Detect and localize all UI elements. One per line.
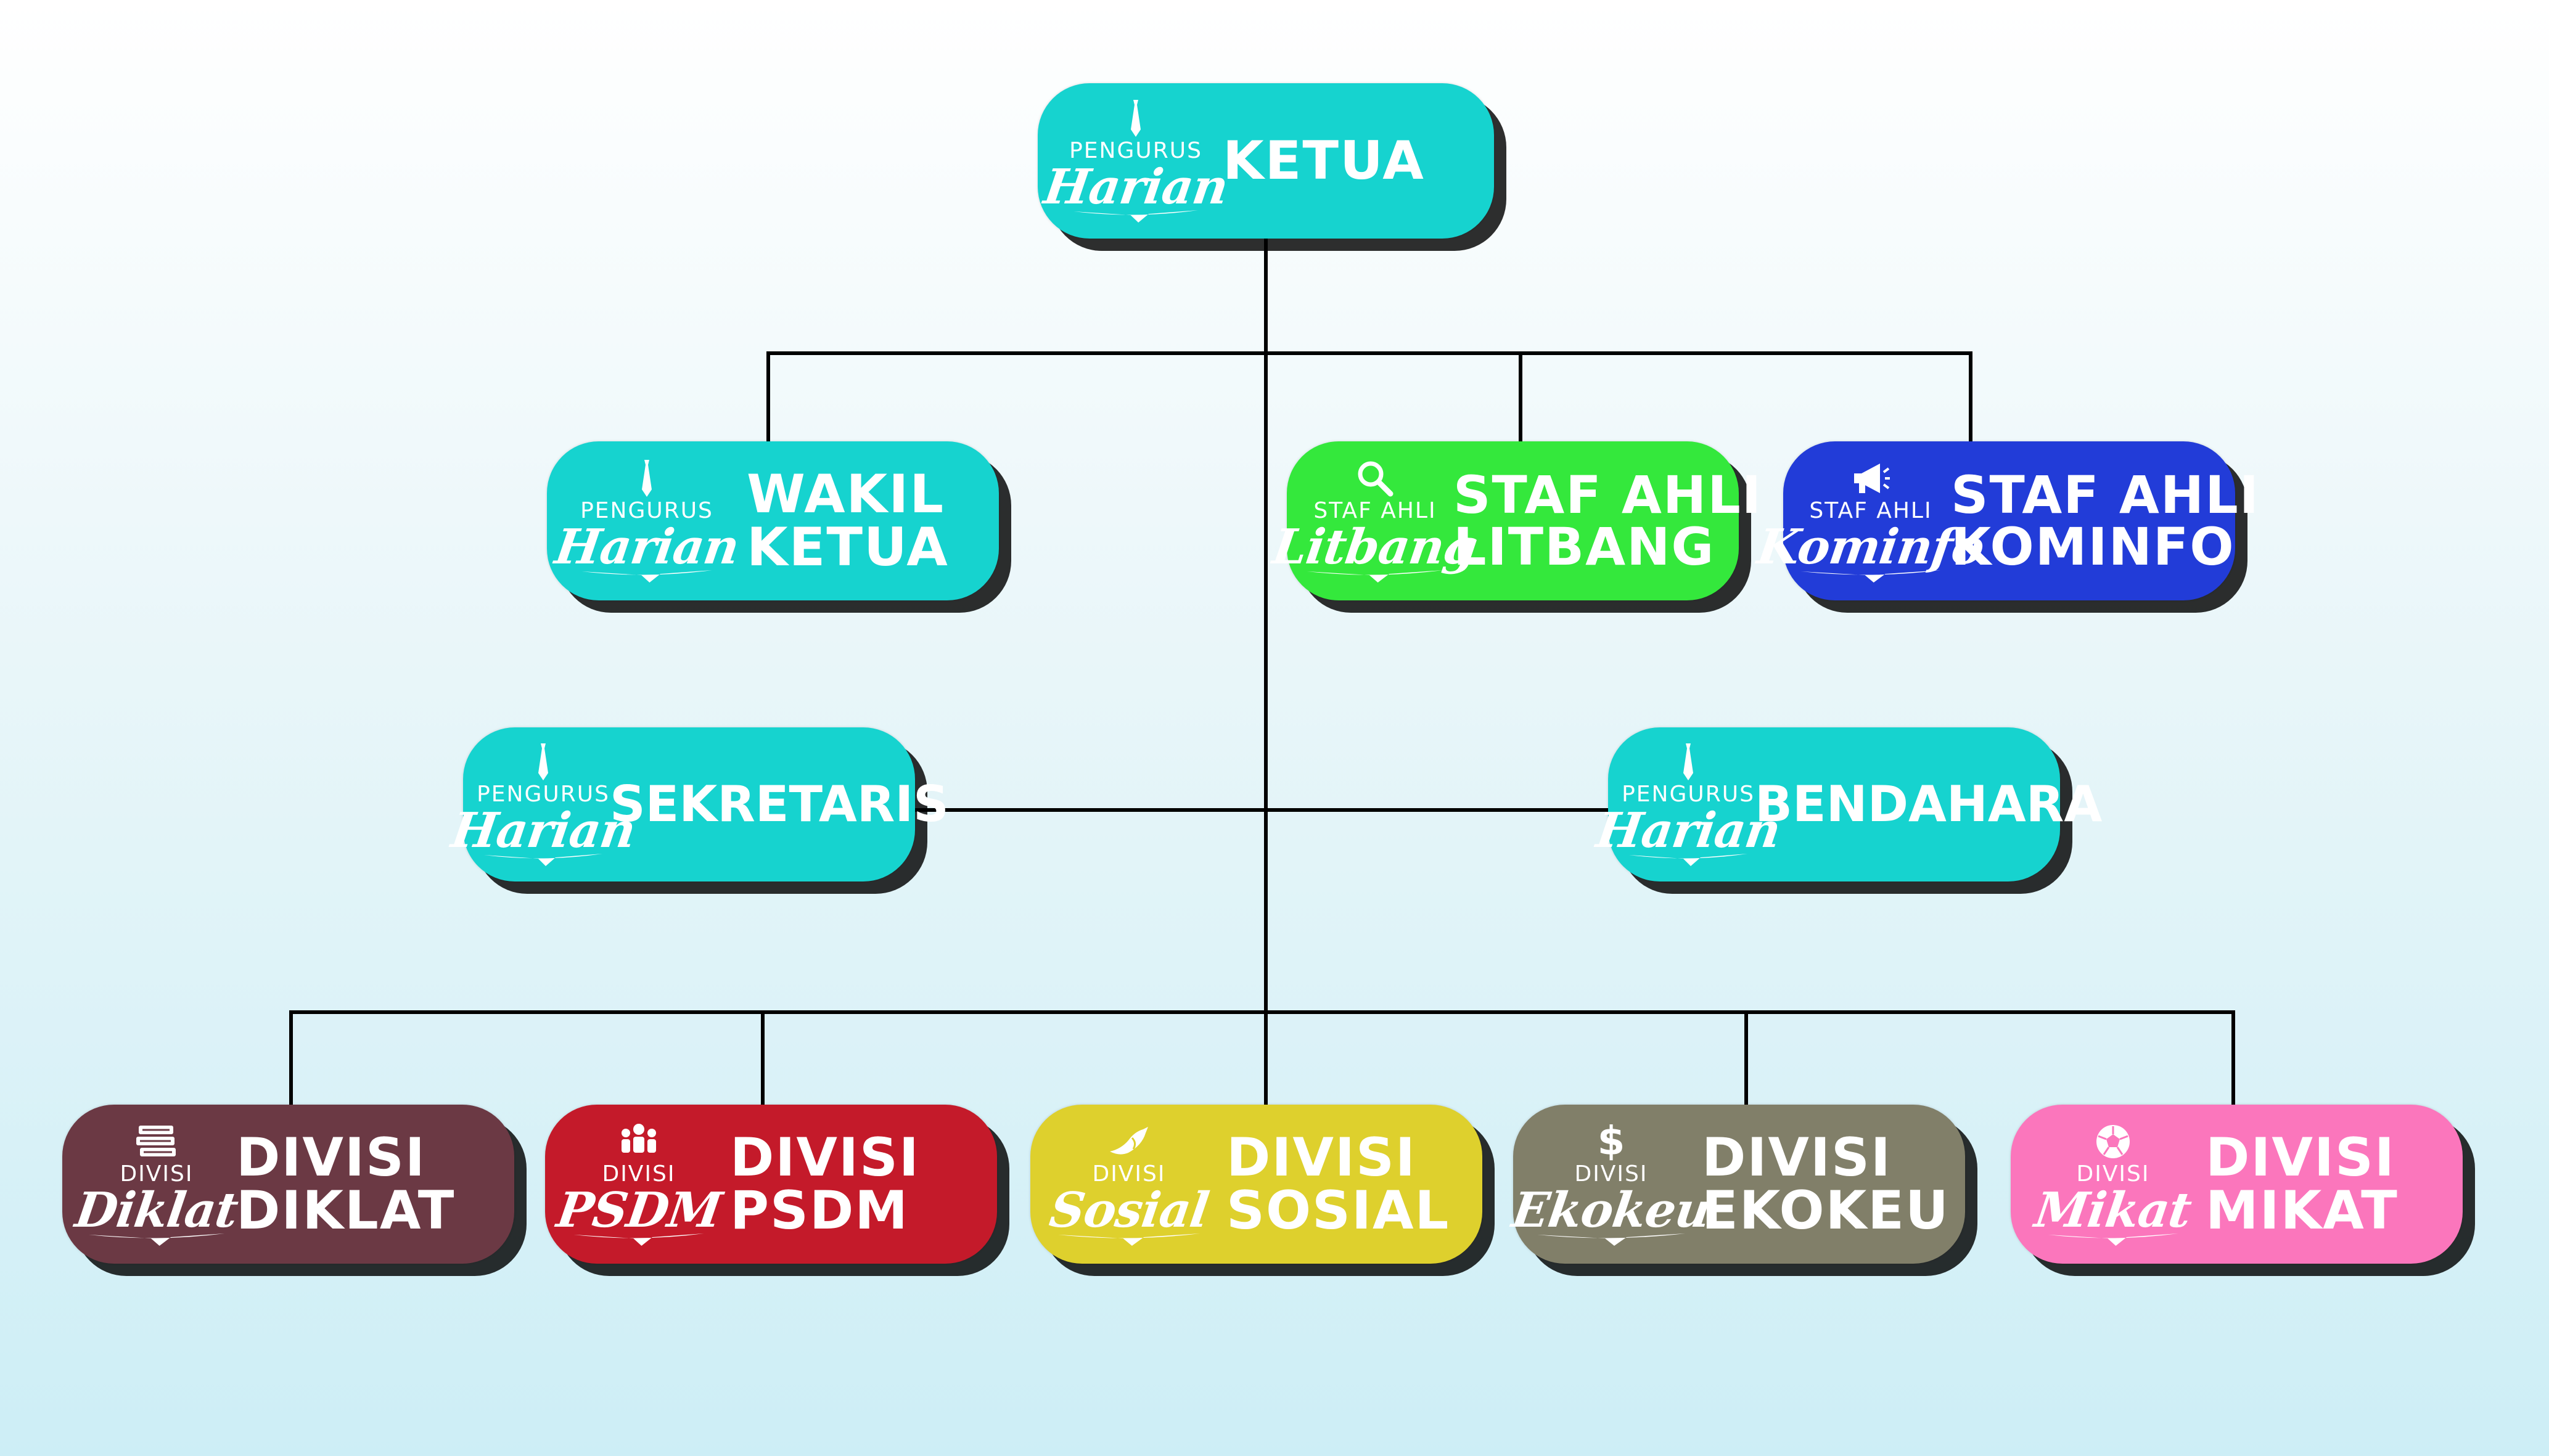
emblem-top-text: STAF AHLI	[1313, 498, 1437, 524]
emblem-top-text: PENGURUS	[580, 498, 713, 524]
node-title: DIVISI MIKAT	[2206, 1131, 2399, 1237]
title-line: PSDM	[730, 1180, 909, 1241]
node-divisi-ekokeu: $ DIVISI Ekokeu DIVISI EKOKEU	[1509, 1105, 1965, 1264]
title-line: DIVISI	[2206, 1127, 2395, 1188]
swoosh-icon	[1537, 1233, 1685, 1246]
emblem-top-text: DIVISI	[120, 1161, 194, 1187]
node-ketua: PENGURUS Harian KETUA	[1038, 83, 1494, 239]
divisi-psdm-emblem: DIVISI PSDM	[553, 1121, 724, 1247]
node-bendahara: PENGURUS Harian BENDAHARA	[1593, 727, 2102, 881]
node-divisi-mikat: DIVISI Mikat DIVISI MIKAT	[2011, 1105, 2463, 1264]
title-line: DIVISI	[1702, 1127, 1892, 1188]
swoosh-icon	[484, 853, 602, 866]
swoosh-icon	[581, 570, 712, 583]
title-line: DIKLAT	[236, 1180, 456, 1241]
swoosh-icon	[88, 1233, 225, 1246]
node-title: WAKIL KETUA	[747, 468, 949, 574]
emblem-script-text: Harian	[1040, 158, 1231, 215]
title-line: BENDAHARA	[1755, 775, 2103, 833]
node-title: STAF AHLI LITBANG	[1453, 469, 1762, 573]
emblem-top-text: DIVISI	[602, 1161, 676, 1187]
staf-litbang-emblem: STAF AHLI Litbang	[1270, 458, 1480, 584]
emblem-top-text: STAF AHLI	[1809, 498, 1932, 524]
title-line: LITBANG	[1453, 517, 1715, 577]
swoosh-icon	[1057, 1233, 1201, 1246]
tie-icon	[1128, 98, 1143, 139]
tie-icon	[1681, 742, 1696, 782]
staf-kominfo-emblem: STAF AHLI Kominfo	[1754, 458, 1987, 584]
swoosh-icon	[2048, 1233, 2178, 1246]
megaphone-icon	[1850, 458, 1891, 499]
dollar-icon: $	[1597, 1119, 1625, 1165]
title-line: DIVISI	[730, 1127, 920, 1188]
tie-icon	[536, 742, 551, 782]
node-staf-kominfo: STAF AHLI Kominfo STAF AHLI KOMINFO	[1754, 441, 2259, 600]
emblem-script-text: Kominfo	[1754, 518, 1988, 575]
node-divisi-psdm: DIVISI PSDM DIVISI PSDM	[545, 1105, 997, 1264]
emblem-script-text: Litbang	[1269, 518, 1481, 575]
title-line: KETUA	[1223, 130, 1425, 192]
swoosh-icon	[573, 1233, 704, 1246]
soccer-ball-icon	[2094, 1121, 2132, 1162]
emblem-script-text: Ekokeu	[1508, 1182, 1714, 1238]
ketua-emblem: PENGURUS Harian	[1041, 98, 1231, 224]
sekretaris-emblem: PENGURUS Harian	[448, 742, 639, 867]
node-staf-litbang: STAF AHLI Litbang STAF AHLI LITBANG	[1270, 441, 1761, 600]
title-line: WAKIL	[747, 464, 945, 525]
node-sekretaris: PENGURUS Harian SEKRETARIS	[448, 727, 949, 881]
title-line: KETUA	[747, 517, 949, 578]
magnifier-icon	[1356, 458, 1394, 499]
title-line: KOMINFO	[1951, 517, 2235, 577]
people-icon	[618, 1121, 659, 1162]
emblem-script-text: Harian	[448, 802, 639, 859]
tie-icon	[639, 458, 654, 499]
bendahara-emblem: PENGURUS Harian	[1593, 742, 1784, 867]
title-line: SOSIAL	[1226, 1180, 1450, 1241]
emblem-top-text: PENGURUS	[477, 782, 610, 808]
emblem-top-text: DIVISI	[1574, 1161, 1648, 1187]
bird-icon	[1107, 1121, 1151, 1162]
title-line: EKOKEU	[1702, 1180, 1950, 1241]
swoosh-icon	[1307, 570, 1443, 583]
emblem-script-text: Sosial	[1046, 1182, 1212, 1238]
books-icon	[135, 1121, 178, 1162]
node-wakil-ketua: PENGURUS Harian WAKIL KETUA	[547, 441, 999, 600]
title-line: DIVISI	[1226, 1127, 1416, 1188]
divisi-ekokeu-emblem: $ DIVISI Ekokeu	[1509, 1119, 1714, 1247]
emblem-top-text: PENGURUS	[1622, 782, 1755, 808]
node-title: BENDAHARA	[1755, 780, 2102, 829]
node-divisi-diklat: DIVISI Diklat DIVISI DIKLAT	[62, 1105, 514, 1264]
node-title: DIVISI DIKLAT	[236, 1131, 455, 1237]
emblem-top-text: DIVISI	[2076, 1161, 2150, 1187]
emblem-top-text: DIVISI	[1092, 1161, 1166, 1187]
node-title: DIVISI SOSIAL	[1226, 1131, 1450, 1237]
node-title: STAF AHLI KOMINFO	[1951, 469, 2260, 573]
divisi-diklat-emblem: DIVISI Diklat	[72, 1121, 241, 1247]
emblem-script-text: Harian	[551, 518, 742, 575]
emblem-script-text: PSDM	[553, 1182, 724, 1238]
node-divisi-sosial: DIVISI Sosial DIVISI SOSIAL	[1030, 1105, 1482, 1264]
node-title: DIVISI EKOKEU	[1702, 1131, 1950, 1237]
title-line: STAF AHLI	[1453, 465, 1762, 525]
swoosh-icon	[1800, 570, 1941, 583]
title-line: MIKAT	[2206, 1180, 2399, 1241]
emblem-script-text: Harian	[1593, 802, 1784, 859]
divisi-sosial-emblem: DIVISI Sosial	[1046, 1121, 1212, 1247]
wakil-ketua-emblem: PENGURUS Harian	[552, 458, 742, 584]
emblem-top-text: PENGURUS	[1069, 138, 1202, 164]
node-title: DIVISI PSDM	[730, 1131, 920, 1237]
swoosh-icon	[1073, 210, 1198, 223]
title-line: STAF AHLI	[1951, 465, 2260, 525]
emblem-script-text: Mikat	[2031, 1182, 2195, 1238]
node-title: KETUA	[1223, 134, 1425, 187]
swoosh-icon	[1629, 853, 1747, 866]
divisi-mikat-emblem: DIVISI Mikat	[2032, 1121, 2194, 1247]
emblem-script-text: Diklat	[72, 1182, 242, 1238]
title-line: DIVISI	[236, 1127, 426, 1188]
title-line: SEKRETARIS	[610, 775, 949, 833]
node-title: SEKRETARIS	[610, 780, 949, 829]
